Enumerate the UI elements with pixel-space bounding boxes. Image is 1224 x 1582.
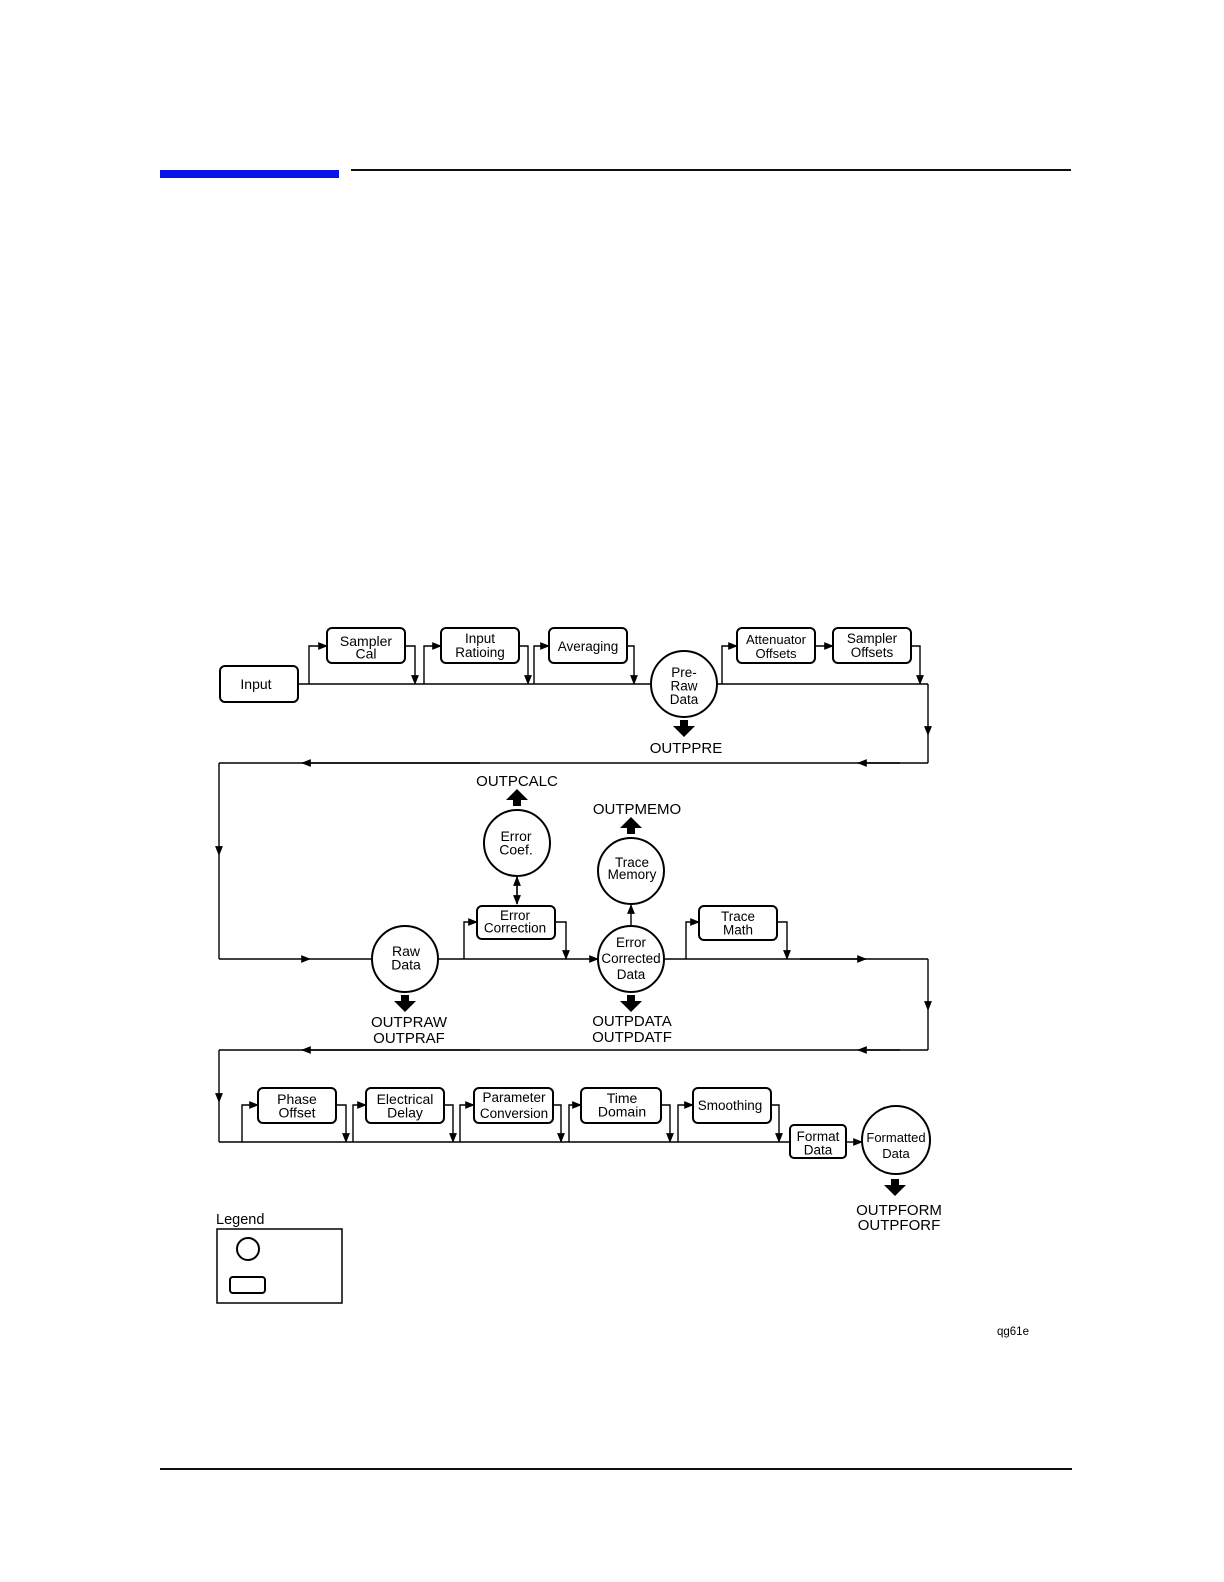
array-error-coef-circle — [483, 809, 551, 877]
array-trace-memory-circle — [597, 837, 665, 905]
process-format-data-box — [789, 1124, 847, 1159]
label-input: Input — [240, 676, 271, 692]
label-averaging: Averaging — [558, 639, 619, 654]
output-label-calc: OUTPCALC — [476, 773, 558, 790]
process-input-box — [219, 665, 299, 703]
flow-lines — [215, 642, 932, 1146]
output-arrow-data — [620, 995, 642, 1012]
figure-id: qg61e — [997, 1326, 1029, 1338]
output-arrow-memo — [620, 817, 642, 834]
process-attenuator-offsets-box — [736, 627, 816, 664]
output-arrow-calc — [506, 789, 528, 806]
process-phase-offset-box — [257, 1087, 337, 1124]
process-input-ratioing-box — [440, 627, 520, 664]
array-raw-data-circle — [371, 925, 439, 993]
footer-rule — [160, 1468, 1072, 1470]
process-electrical-delay-box — [365, 1087, 445, 1124]
process-trace-math-box — [698, 905, 778, 941]
array-formatted-data-circle — [861, 1105, 931, 1175]
legend — [216, 1228, 343, 1304]
process-error-correction-box — [476, 905, 556, 940]
legend-accessible-array-symbol — [236, 1237, 260, 1261]
header-rule — [351, 169, 1071, 171]
output-label-pre: OUTPPRE — [650, 740, 723, 757]
label-smoothing: Smoothing — [698, 1098, 763, 1113]
legend-process-function-symbol — [229, 1276, 266, 1294]
process-sampler-offsets-box — [832, 627, 912, 664]
output-label-memo: OUTPMEMO — [593, 801, 681, 818]
header-accent-bar — [160, 170, 339, 178]
legend-title: Legend — [216, 1212, 264, 1228]
process-parameter-conversion-box — [473, 1087, 554, 1124]
process-averaging-box — [548, 627, 628, 664]
process-time-domain-box — [580, 1087, 662, 1124]
process-smoothing-box — [692, 1087, 772, 1124]
array-error-corrected-data-circle — [597, 925, 665, 993]
process-sampler-cal-box — [326, 627, 406, 664]
output-arrow-raw — [394, 995, 416, 1012]
output-arrow-pre — [673, 720, 695, 737]
array-pre-raw-data-circle — [650, 650, 718, 718]
output-arrow-form — [884, 1179, 906, 1196]
